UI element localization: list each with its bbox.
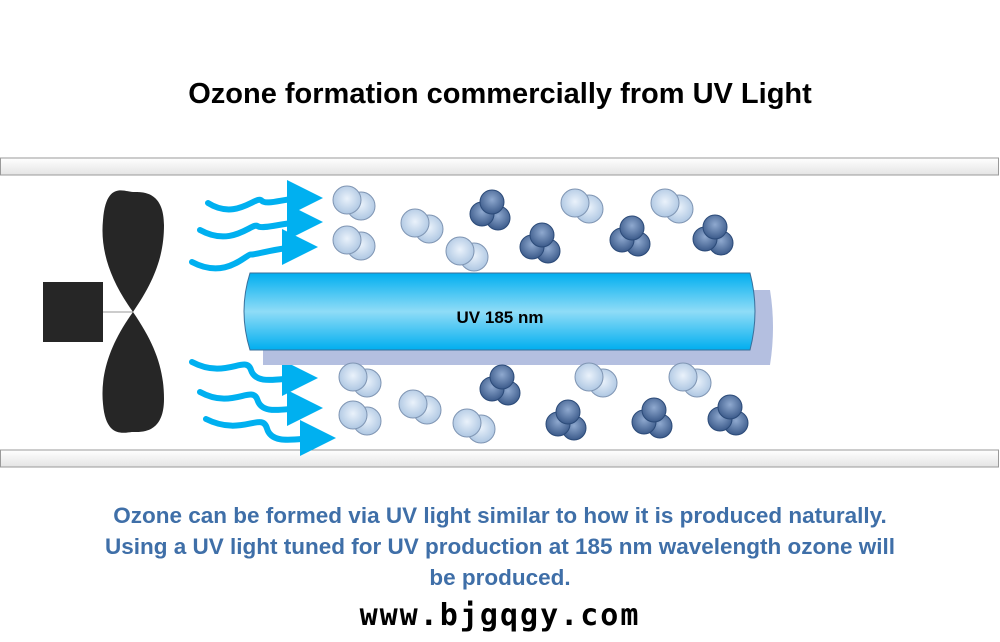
uv-lamp-icon: UV 185 nm <box>243 272 773 365</box>
oxygen-molecule-icon <box>398 389 442 425</box>
ozone-molecule-icon <box>545 399 587 441</box>
ozone-molecule-icon <box>631 397 673 439</box>
oxygen-molecule-icon <box>574 362 618 398</box>
ozone-molecule-icon <box>707 394 749 436</box>
airflow-arrow-icon <box>203 416 336 457</box>
ozone-diagram: UV 185 nm <box>0 157 999 468</box>
airflow-arrow-icon <box>189 229 318 272</box>
airflow-arrows <box>189 180 336 457</box>
oxygen-molecule-icon <box>338 362 382 398</box>
ozone-molecule-icon <box>479 364 521 406</box>
oxygen-molecule-icon <box>650 188 694 224</box>
pipe-bottom-wall <box>0 449 999 468</box>
caption: Ozone can be formed via UV light similar… <box>104 503 896 590</box>
ozone-molecule-icon <box>692 214 734 256</box>
diagram-title: Ozone formation commercially from UV Lig… <box>188 78 812 110</box>
oxygen-molecule-icon <box>332 185 376 221</box>
fan-icon <box>102 190 164 433</box>
watermark: www.bjgqgy.com <box>359 598 641 633</box>
ozone-molecule-icon <box>469 189 511 231</box>
ozone-molecule-icon <box>609 215 651 257</box>
airflow-arrow-icon <box>197 389 323 427</box>
airflow-arrow-icon <box>189 359 318 397</box>
oxygen-molecule-icon <box>445 236 489 272</box>
airflow-arrow-icon <box>205 180 323 217</box>
motor-icon <box>43 282 133 342</box>
pipe-top-wall <box>0 157 999 176</box>
oxygen-molecule-icon <box>560 188 604 224</box>
oxygen-molecule-icon <box>668 362 712 398</box>
oxygen-molecule-icon <box>400 208 444 244</box>
airflow-arrow-icon <box>197 204 323 241</box>
oxygen-molecule-icon <box>332 225 376 261</box>
ozone-molecule-icon <box>519 222 561 264</box>
lamp-label: UV 185 nm <box>457 308 544 327</box>
oxygen-molecule-icon <box>452 408 496 444</box>
oxygen-molecule-icon <box>338 400 382 436</box>
